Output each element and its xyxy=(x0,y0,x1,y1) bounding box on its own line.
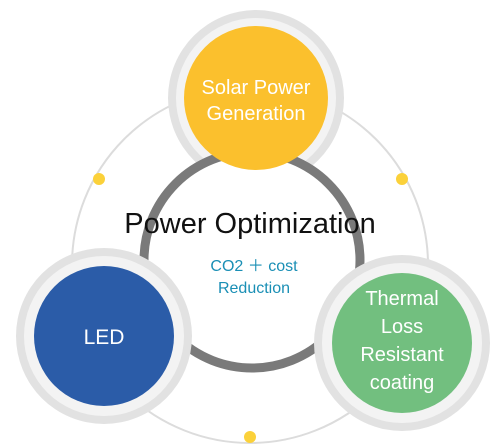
thermal-node-label-line1: Thermal xyxy=(365,288,438,310)
thermal-node-label-line2: Loss xyxy=(381,316,423,338)
thermal-node-label-line3: Resistant xyxy=(360,344,444,366)
led-node-label: LED xyxy=(84,326,125,349)
thermal-node xyxy=(332,273,472,413)
orbit-dot-left xyxy=(93,173,105,185)
center-title: Power Optimization xyxy=(124,208,375,240)
center-subtitle-line2: Reduction xyxy=(218,280,290,297)
solar-node xyxy=(184,26,328,170)
thermal-node-label-line4: coating xyxy=(370,372,435,394)
orbit-dot-bottom xyxy=(244,431,256,443)
led-node xyxy=(34,266,174,406)
solar-node-label-line1: Solar Power xyxy=(202,77,311,99)
orbit-dot-right xyxy=(396,173,408,185)
center-subtitle-line1: CO2 ＋ cost xyxy=(210,258,298,275)
solar-node-label-line2: Generation xyxy=(207,103,306,125)
